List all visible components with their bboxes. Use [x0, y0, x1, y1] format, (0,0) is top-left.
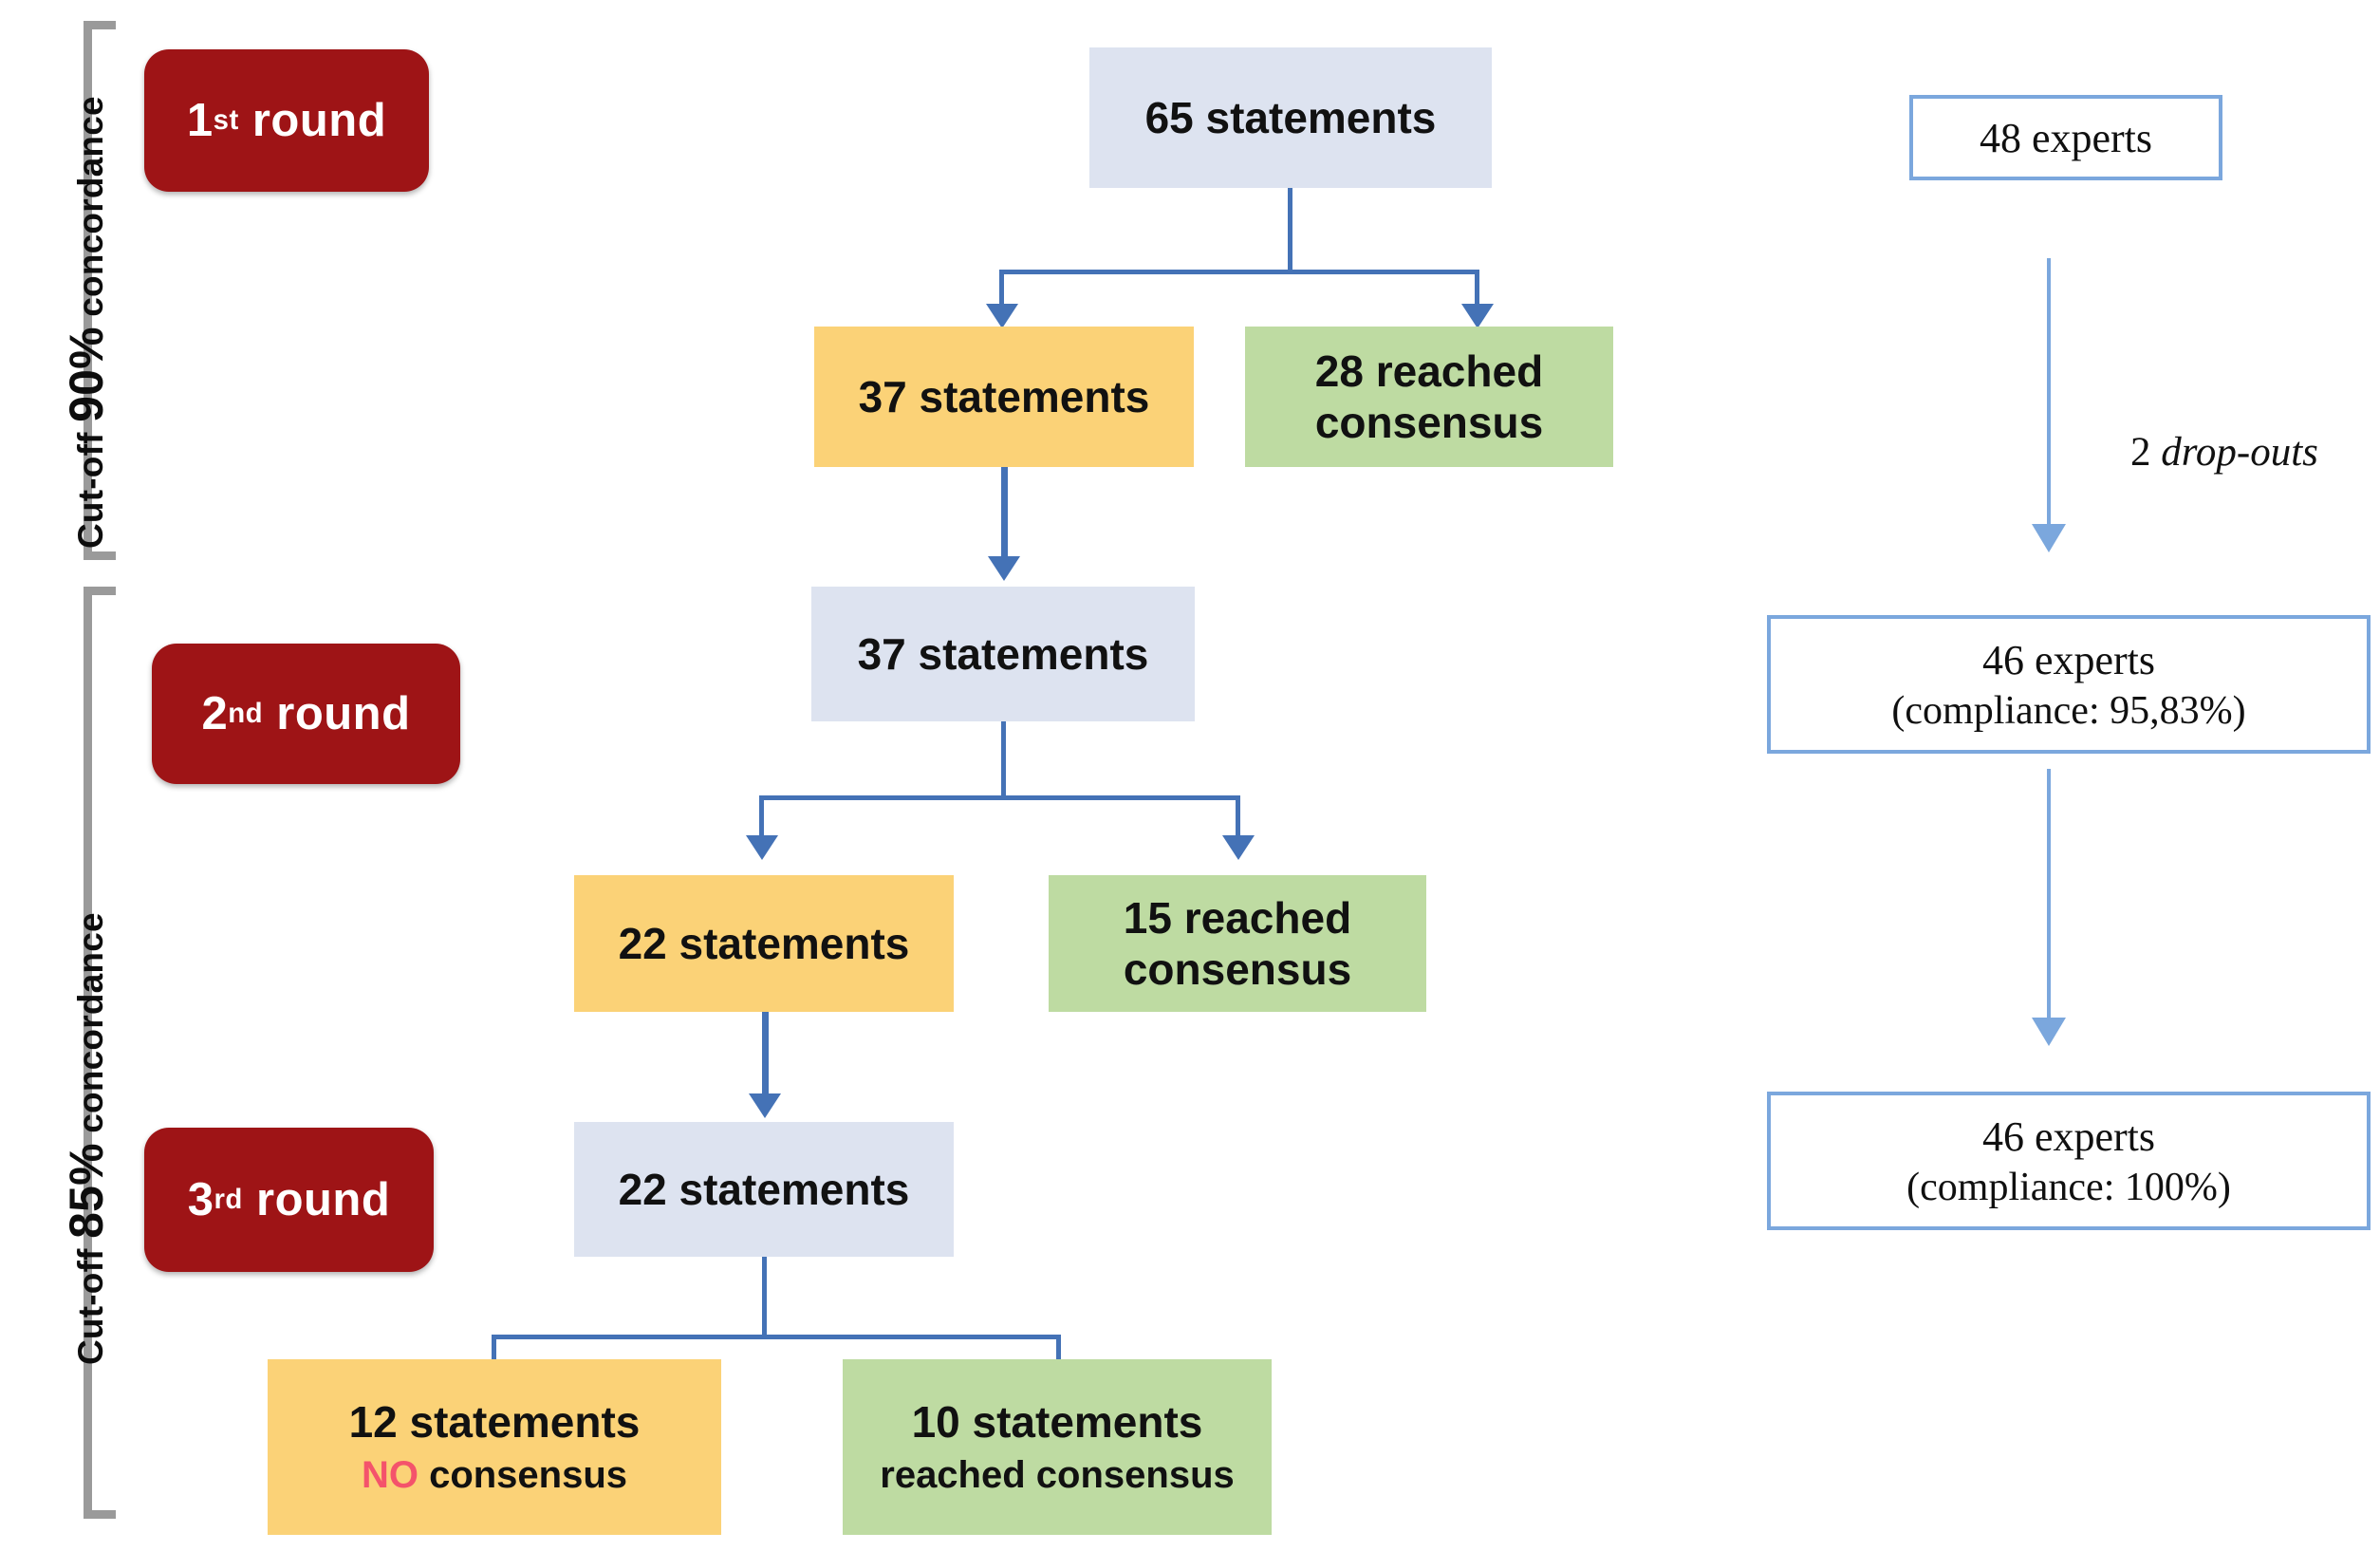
box-15-reached-consensus-line2: consensus	[1123, 944, 1352, 994]
box-22-statements-remaining-label: 22 statements	[618, 918, 910, 968]
arrow-r1-left	[986, 304, 1018, 328]
dropouts-label: drop-outs	[2161, 430, 2318, 475]
box-46-experts-round2-line1: 46 experts	[1981, 636, 2156, 683]
arrow-r2-left	[746, 835, 778, 860]
round-2-ordinal: 2	[201, 688, 229, 739]
cutoff-value-90: 90%	[60, 327, 113, 422]
box-15-reached-consensus-line1: 15 reached	[1123, 892, 1352, 943]
cutoff-prefix-85: Cut-off	[71, 1238, 110, 1365]
box-15-reached-consensus[interactable]: 15 reached consensus	[1049, 875, 1426, 1012]
connector-r2-stem	[1001, 721, 1006, 797]
box-37-statements-remaining[interactable]: 37 statements	[814, 327, 1194, 467]
box-10-statements-subtext: reached consensus	[880, 1454, 1235, 1497]
box-10-statements-label: 10 statements	[911, 1396, 1203, 1447]
box-48-experts-label: 48 experts	[1979, 114, 2153, 161]
bracket-round1	[84, 21, 116, 560]
box-22-statements-remaining[interactable]: 22 statements	[574, 875, 954, 1012]
box-46-experts-round3-line1: 46 experts	[1981, 1112, 2156, 1160]
box-28-reached-consensus[interactable]: 28 reached consensus	[1245, 327, 1613, 467]
connector-r3-left	[492, 1335, 496, 1380]
no-consensus-rest: consensus	[418, 1454, 628, 1497]
box-10-statements-reached-consensus[interactable]: 10 statements reached consensus	[843, 1359, 1272, 1535]
arrow-experts-2	[2032, 1018, 2066, 1046]
box-22-statements-input[interactable]: 22 statements	[574, 1122, 954, 1257]
arrow-r2-right	[1222, 835, 1255, 860]
round-3-ordinal: 3	[187, 1174, 214, 1225]
connector-r1-to-r2	[1001, 467, 1008, 560]
cutoff-label-90: Cut-off 90% concordance	[59, 96, 114, 549]
connector-r1-bar	[999, 270, 1479, 274]
connector-r3-stem	[762, 1257, 767, 1338]
arrow-r2-to-r3	[749, 1093, 781, 1118]
round-1-suffix: st	[213, 104, 239, 136]
box-37-statements-input-label: 37 statements	[857, 628, 1149, 679]
connector-r2-right	[1236, 795, 1240, 841]
connector-r1-stem	[1288, 188, 1292, 271]
arrow-r1-to-r2	[988, 556, 1020, 581]
connector-r2-left	[759, 795, 764, 841]
box-28-reached-consensus-line2: consensus	[1314, 398, 1544, 447]
round-2-suffix: nd	[228, 698, 264, 729]
box-12-statements-no-consensus[interactable]: 12 statements NO consensus	[268, 1359, 721, 1535]
box-46-experts-round3[interactable]: 46 experts (compliance: 100%)	[1767, 1092, 2371, 1230]
connector-r3-bar	[492, 1335, 1061, 1339]
box-12-statements-subtext: NO consensus	[362, 1453, 627, 1498]
no-consensus-emphasis: NO	[361, 1454, 418, 1497]
connector-r2-bar	[759, 795, 1240, 800]
cutoff-suffix-85: concordance	[71, 912, 110, 1144]
round-3-suffix: rd	[214, 1184, 243, 1215]
box-46-experts-round2[interactable]: 46 experts (compliance: 95,83%)	[1767, 615, 2371, 754]
box-28-reached-consensus-line1: 28 reached	[1314, 346, 1544, 396]
box-22-statements-input-label: 22 statements	[618, 1164, 910, 1214]
box-65-statements[interactable]: 65 statements	[1089, 47, 1492, 188]
round-3-label: round	[256, 1174, 391, 1225]
arrow-experts-1	[2032, 524, 2066, 552]
cutoff-value-85: 85%	[60, 1143, 113, 1239]
cutoff-prefix-90: Cut-off	[71, 421, 110, 549]
dropouts-count: 2	[2130, 430, 2162, 475]
connector-experts-2	[2047, 769, 2051, 1025]
box-37-statements-remaining-label: 37 statements	[858, 371, 1150, 421]
box-46-experts-round3-line2: (compliance: 100%)	[1906, 1165, 2231, 1209]
box-37-statements-input[interactable]: 37 statements	[811, 587, 1195, 721]
connector-r2-to-r3	[762, 1012, 769, 1099]
box-65-statements-label: 65 statements	[1144, 92, 1437, 142]
round-1-label: round	[251, 95, 387, 146]
box-12-statements-label: 12 statements	[348, 1396, 641, 1447]
dropouts-note: 2 drop-outs	[2130, 429, 2318, 476]
box-48-experts[interactable]: 48 experts	[1909, 95, 2222, 180]
connector-r1-left	[999, 270, 1004, 309]
cutoff-label-85: Cut-off 85% concordance	[59, 912, 114, 1365]
box-46-experts-round2-line2: (compliance: 95,83%)	[1891, 688, 2246, 733]
arrow-r1-right	[1461, 304, 1494, 328]
round-2-label: round	[276, 688, 411, 739]
cutoff-suffix-90: concordance	[71, 96, 110, 327]
connector-r3-right	[1056, 1335, 1061, 1380]
round-1-ordinal: 1	[186, 95, 214, 146]
bracket-rounds23	[84, 587, 116, 1519]
connector-experts-1	[2047, 258, 2051, 532]
connector-r1-right	[1475, 270, 1479, 309]
